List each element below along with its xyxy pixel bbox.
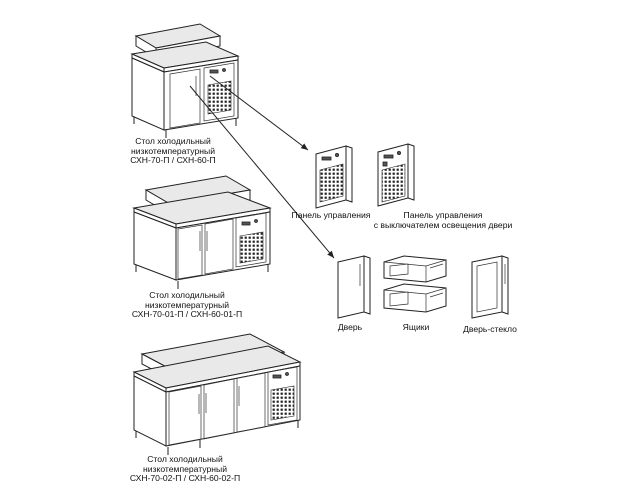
option-door-label: Дверь: [337, 322, 363, 332]
table-2-door-2: [204, 218, 234, 275]
option-panel-label: Панель управления: [291, 210, 371, 220]
table-2-grille: [239, 231, 264, 264]
table-2-illustration: [132, 175, 272, 289]
table-3-door-1: [168, 385, 202, 446]
option-panel-illustration: [315, 145, 353, 209]
callout-arrows: [189, 75, 335, 259]
option-glass-door-label: Дверь-стекло: [463, 324, 517, 334]
table-3-door-3: [236, 372, 266, 433]
option-panel-switch-illustration: [377, 143, 415, 207]
table-1-front: [163, 59, 239, 131]
option-drawers-label: Ящики: [402, 322, 430, 332]
table-3-door-2: [203, 378, 235, 440]
option-glass-door-illustration: [471, 255, 509, 319]
table-3-illustration: [132, 333, 302, 455]
option-door-illustration: [337, 255, 371, 319]
table-3-grille: [270, 385, 295, 421]
table-1-grille: [207, 80, 232, 115]
option-drawers-illustration: [383, 255, 447, 313]
table-2-label: Стол холодильный низкотемпературный СХН-…: [131, 290, 243, 320]
table-3-label: Стол холодильный низкотемпературный СХН-…: [129, 454, 241, 484]
table-2-control-panel: [235, 212, 267, 268]
table-1-door: [169, 68, 201, 129]
table-1-illustration: [130, 23, 240, 138]
table-3-control-panel: [267, 366, 298, 426]
table-1-label: Стол холодильный низкотемпературный СХН-…: [130, 136, 216, 166]
option-panel-switch-label: Панель управления с выключателем освещен…: [373, 210, 513, 230]
table-2-door-1: [177, 224, 203, 280]
